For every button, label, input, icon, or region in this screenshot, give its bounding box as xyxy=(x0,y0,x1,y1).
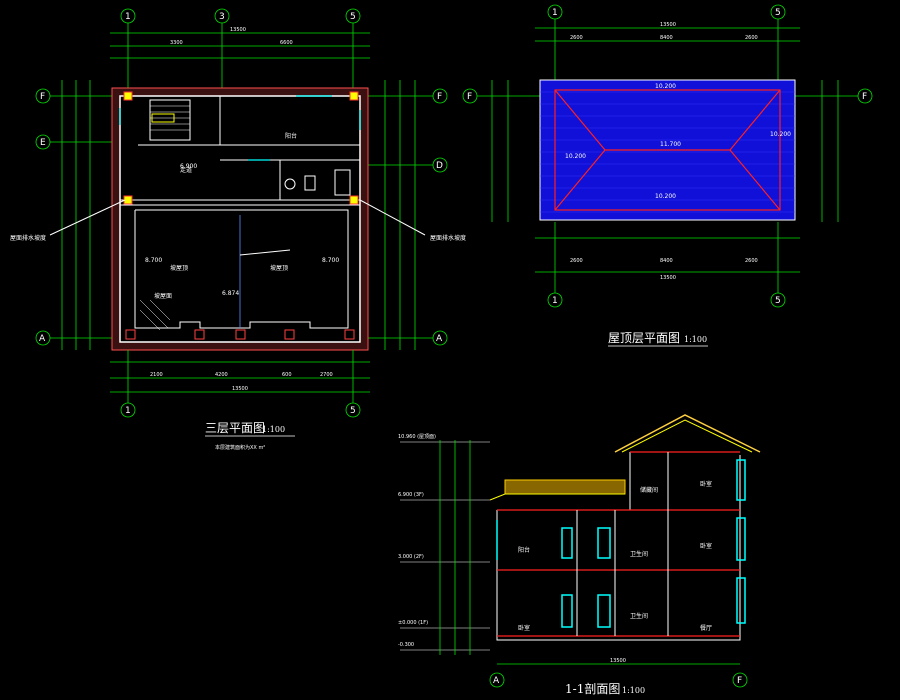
elev-plan-2: 8.700 xyxy=(145,257,162,264)
section-window-1 xyxy=(561,527,573,559)
axis-label-F-left: F xyxy=(40,92,45,102)
section-gable-roof xyxy=(614,414,761,453)
roof-elev-left: 10.200 xyxy=(565,153,586,160)
roof-title: 屋顶层平面图 xyxy=(608,331,680,345)
section-level-3f: 6.900 (3F) xyxy=(398,492,424,498)
plan-dim-bottom-2: 4200 xyxy=(215,372,228,378)
axis-label-1-bottom: 1 xyxy=(125,406,131,416)
roof-dim-bottom-2: 8400 xyxy=(660,258,673,264)
roof-dim-bottom-1: 2600 xyxy=(570,258,583,264)
section-axis-A xyxy=(489,672,505,688)
room-corridor: 走道 xyxy=(180,166,192,174)
section-level-2f: 3.000 (2F) xyxy=(398,554,424,560)
section-room-5: 储藏间 xyxy=(640,486,658,494)
roof-dim-top-2: 8400 xyxy=(660,35,673,41)
note-left-drain: 屋面排水坡度 xyxy=(10,234,46,242)
axis-label-A-right: A xyxy=(436,334,443,344)
stair xyxy=(149,99,191,141)
section-window-7 xyxy=(736,577,746,624)
room-balcony: 阳台 xyxy=(285,132,297,140)
section-room-6: 卧室 xyxy=(700,480,712,488)
section-room-1: 阳台 xyxy=(518,546,530,554)
plan-dim-top-2: 6600 xyxy=(280,40,293,46)
plan3-scale: 1:100 xyxy=(262,425,285,434)
elev-plan-1: 6.900 xyxy=(180,163,197,170)
room-lowroof: 坡屋面 xyxy=(154,292,172,300)
plan-dim-bottom-4: 2700 xyxy=(320,372,333,378)
roof-axis-label-5-top: 5 xyxy=(775,8,781,18)
roof-dim-top-1: 2600 xyxy=(570,35,583,41)
section-room-4: 卫生间 xyxy=(630,612,648,620)
axis-label-D-right: D xyxy=(436,161,443,171)
axis-label-5-top: 5 xyxy=(350,12,356,22)
plan-dim-bottom-total: 13500 xyxy=(232,386,248,392)
roof-axis-label-5-bottom: 5 xyxy=(775,296,781,306)
note-right-drain: 屋面排水坡度 xyxy=(430,234,466,242)
plan-dim-total-top: 13500 xyxy=(230,27,246,33)
roof-dim-top-total: 13500 xyxy=(660,22,676,28)
roof-eave-line xyxy=(554,89,781,211)
section-level-roof: 10.960 (屋顶面) xyxy=(398,434,436,440)
section-room-7: 卧室 xyxy=(700,542,712,550)
roof-elev-bottom: 10.200 xyxy=(655,193,676,200)
section-axis-label-F: F xyxy=(737,676,742,686)
section-axis-F xyxy=(732,672,748,688)
elev-plan-4: 6.874 xyxy=(222,290,239,297)
roof-scale: 1:100 xyxy=(684,335,707,344)
roof-plan: 1 5 13500 2600 8400 2600 F F xyxy=(462,4,873,347)
section-1-1: 10.960 (屋顶面) 6.900 (3F) 3.000 (2F) ±0.00… xyxy=(398,414,761,696)
section-axis-label-A: A xyxy=(493,676,500,686)
roof-dim-bottom-3: 2600 xyxy=(745,258,758,264)
section-room-3: 卫生间 xyxy=(630,550,648,558)
plan3-title: 三层平面图 xyxy=(205,421,265,435)
section-window-2 xyxy=(597,527,611,559)
section-window-5 xyxy=(736,459,746,501)
plan3-area-note: 本层建筑面积为XX m² xyxy=(215,444,265,451)
roof-axis-label-F-right: F xyxy=(862,92,867,102)
roof-dim-bottom-total: 13500 xyxy=(660,275,676,281)
axis-label-F-right: F xyxy=(437,92,442,102)
axis-label-3-top: 3 xyxy=(219,12,225,22)
low-roof-outline xyxy=(134,209,349,329)
section-scale: 1:100 xyxy=(622,686,645,695)
section-level-1f: ±0.000 (1F) xyxy=(398,620,428,626)
section-level-ground: -0.300 xyxy=(398,642,414,648)
section-window-6 xyxy=(736,517,746,561)
section-window-4 xyxy=(597,594,611,628)
plan-dim-bottom-3: 600 xyxy=(282,372,292,378)
section-room-2: 卧室 xyxy=(518,624,530,632)
roof-axis-label-1-bottom: 1 xyxy=(552,296,558,306)
elev-plan-3: 8.700 xyxy=(322,257,339,264)
roof-elev-right: 10.200 xyxy=(770,131,791,138)
axis-label-5-bottom: 5 xyxy=(350,406,356,416)
room-roof-right: 坡屋顶 xyxy=(270,264,288,272)
plan-dim-bottom-1: 2100 xyxy=(150,372,163,378)
axis-label-E-left: E xyxy=(40,138,46,148)
plan-dim-top-1: 3300 xyxy=(170,40,183,46)
room-roof-left: 坡屋顶 xyxy=(170,264,188,272)
roof-tile-grid xyxy=(540,91,795,213)
section-window-3 xyxy=(561,594,573,628)
roof-elev-ridge: 11.700 xyxy=(660,141,681,148)
roof-dim-top-3: 2600 xyxy=(745,35,758,41)
roof-elev-top: 10.200 xyxy=(655,83,676,90)
section-title: 1-1剖面图 xyxy=(565,682,620,696)
third-floor-plan: 1 3 5 13500 3300 6600 F E A F D A xyxy=(10,8,466,451)
roof-axis-label-F-left: F xyxy=(467,92,472,102)
axis-label-1-top: 1 xyxy=(125,12,131,22)
axis-label-A-left: A xyxy=(39,334,46,344)
section-room-8: 餐厅 xyxy=(700,624,712,632)
roof-axis-label-1-top: 1 xyxy=(552,8,558,18)
section-eave-band xyxy=(504,479,626,495)
section-total-dim: 13500 xyxy=(610,658,626,664)
